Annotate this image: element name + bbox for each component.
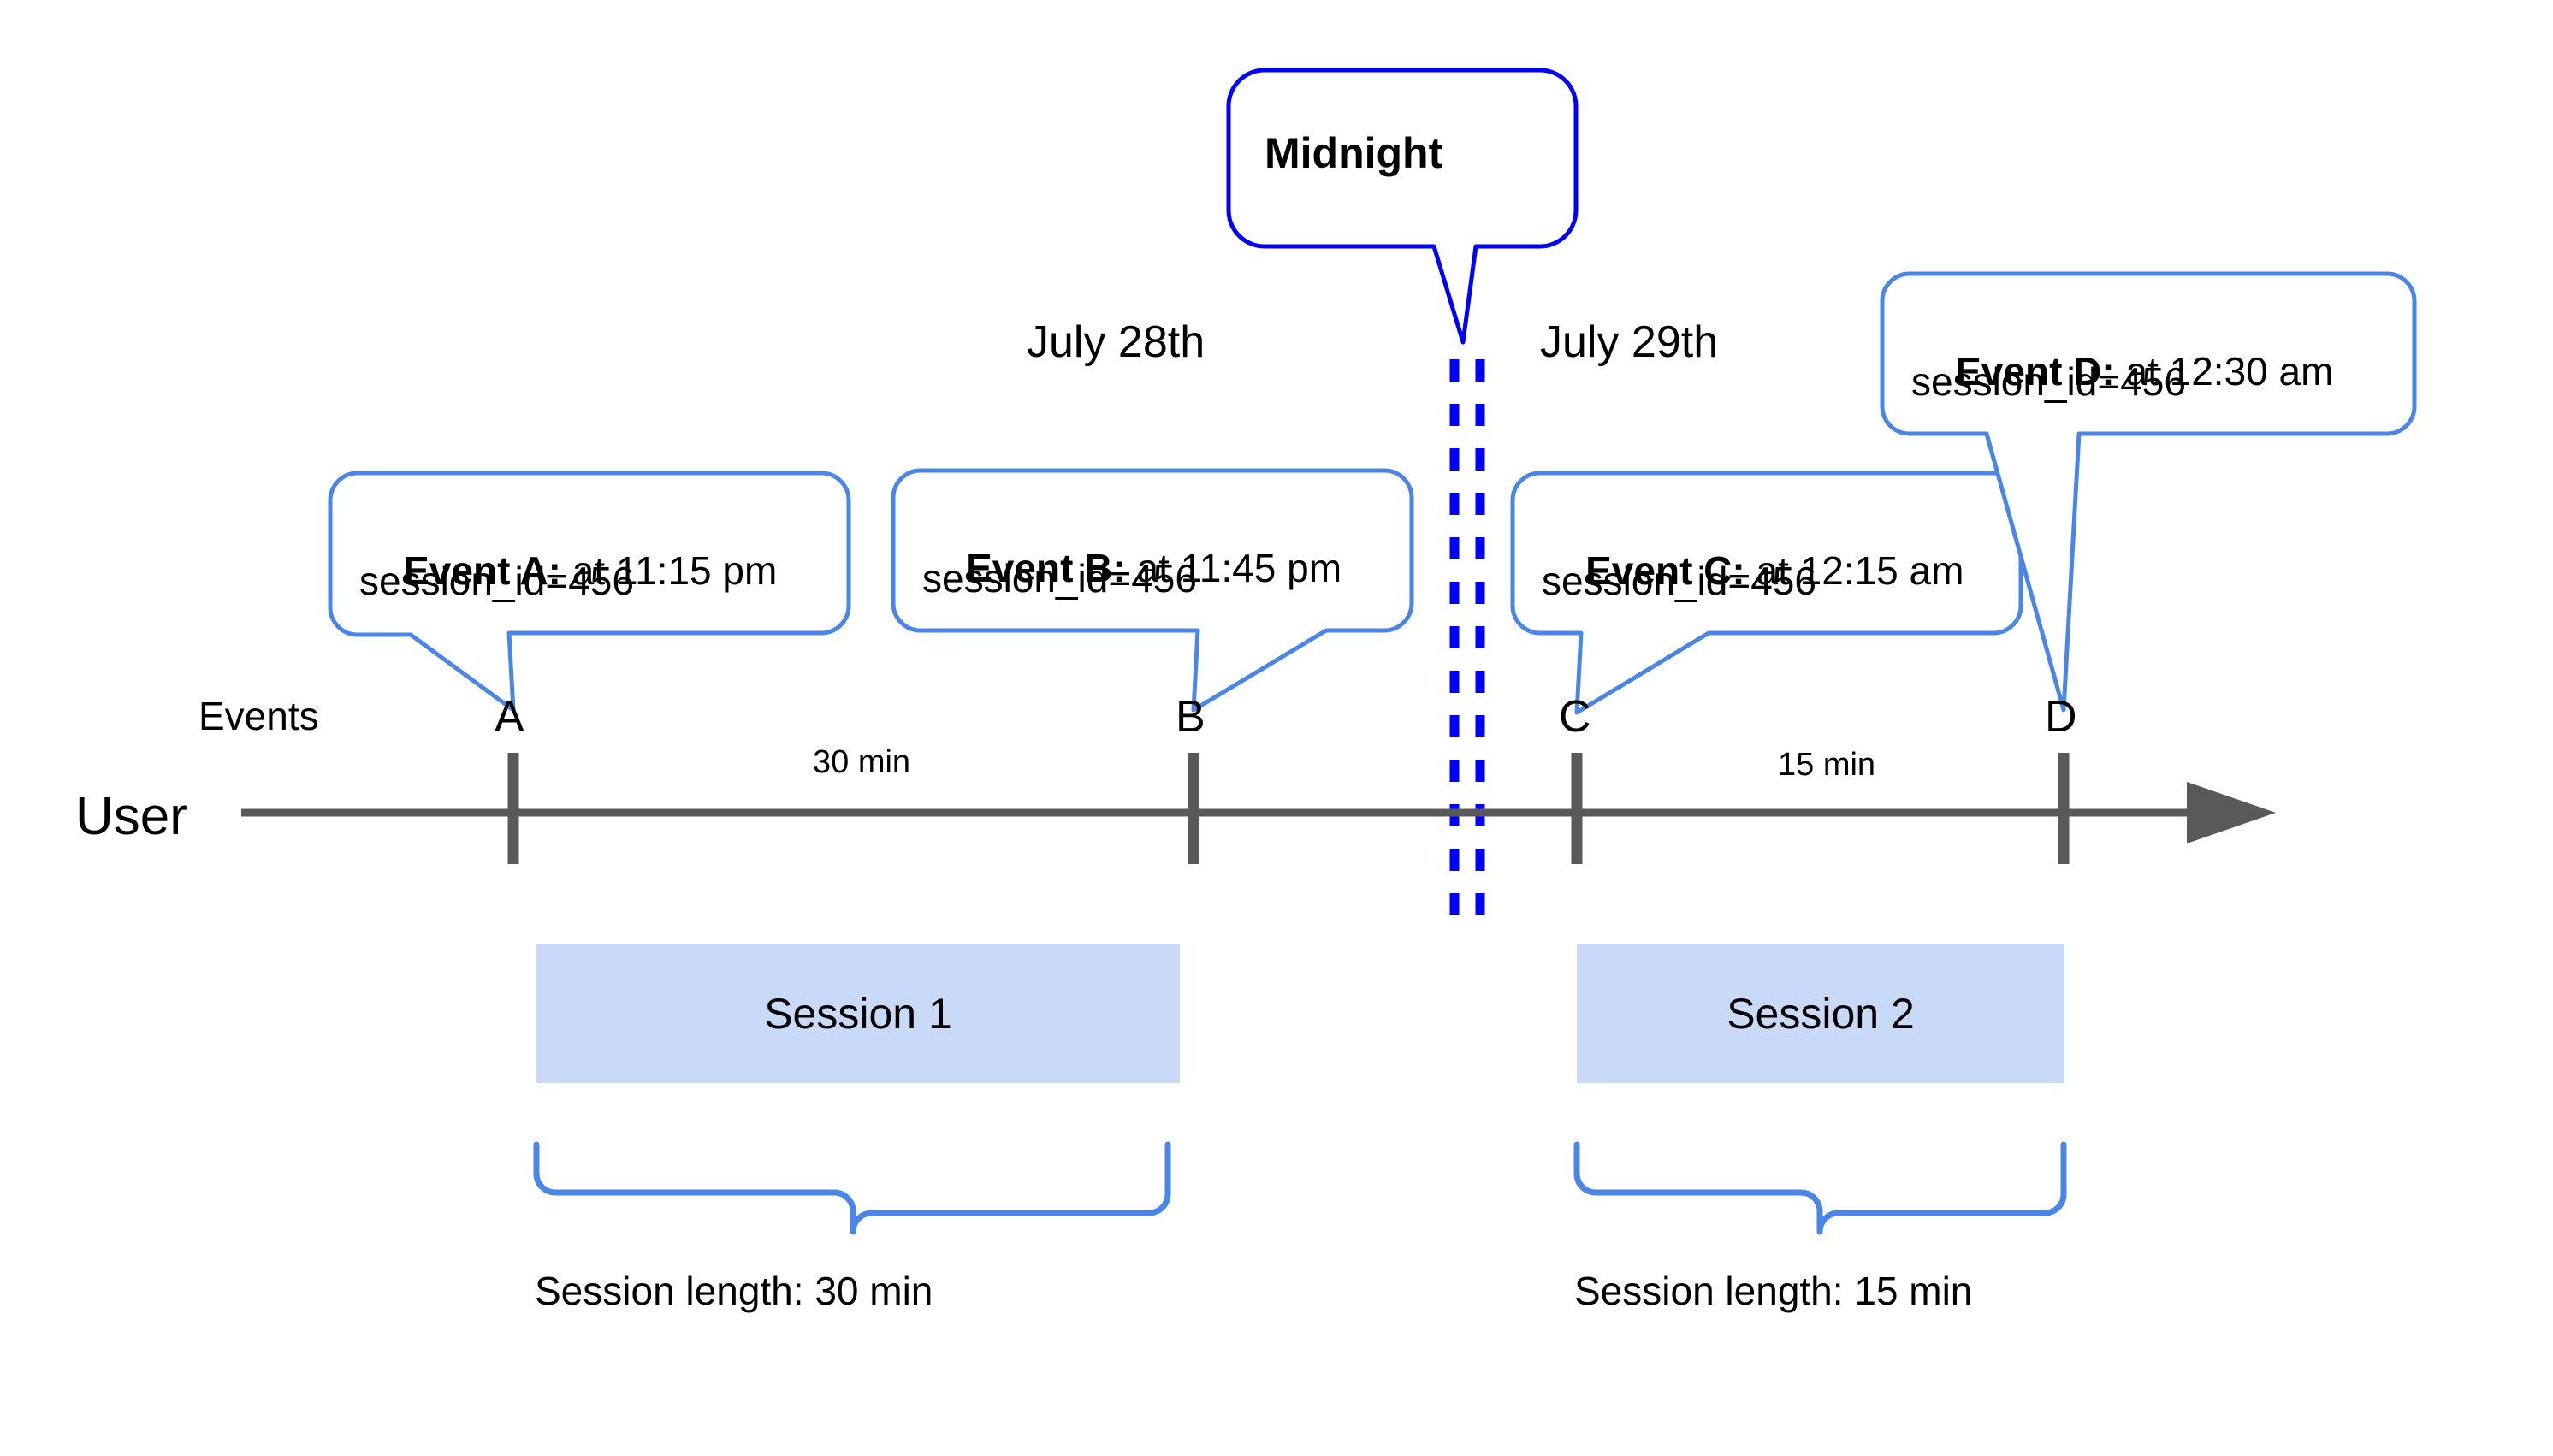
event-c-session-id: session_id=456 bbox=[1542, 559, 1816, 603]
midnight-label: Midnight bbox=[1265, 129, 1443, 177]
event-c-detail: at 12:15 am bbox=[1744, 548, 1964, 594]
session-2-length-caption: Session length: 15 min bbox=[1574, 1269, 1973, 1313]
session-1-length-caption: Session length: 30 min bbox=[535, 1269, 933, 1313]
event-c-label: Event C: bbox=[1585, 548, 1745, 594]
session-1-label: Session 1 bbox=[764, 990, 952, 1038]
midnight-callout-shape bbox=[1226, 68, 1579, 345]
session-1-box: Session 1 bbox=[536, 944, 1180, 1083]
session-2-box: Session 2 bbox=[1577, 944, 2064, 1083]
event-b-label: Event B: bbox=[966, 546, 1126, 591]
event-d-detail: at 12:30 am bbox=[2114, 349, 2334, 394]
event-marker-label-c: C bbox=[1559, 692, 1591, 742]
session-2-brace bbox=[1573, 1141, 2067, 1235]
event-a-detail: at 11:15 pm bbox=[561, 548, 778, 594]
event-a-callout-shape bbox=[328, 471, 851, 713]
event-d-callout-line1: Event D: at 12:30 am bbox=[1911, 302, 2333, 441]
session-2-label: Session 2 bbox=[1727, 990, 1915, 1038]
event-b-session-id: session_id=456 bbox=[922, 556, 1197, 601]
row-label-user: User bbox=[75, 787, 187, 846]
interval-label-30-min: 30 min bbox=[813, 744, 911, 780]
row-label-events: Events bbox=[198, 694, 319, 738]
event-d-session-id: session_id=456 bbox=[1911, 359, 2186, 404]
event-marker-label-d: D bbox=[2045, 692, 2077, 742]
event-tick-markers bbox=[507, 753, 2070, 864]
event-a-session-id: session_id=456 bbox=[359, 559, 634, 603]
day-label-july-28: July 28th bbox=[1027, 317, 1205, 367]
event-b-detail: at 11:45 pm bbox=[1125, 546, 1342, 591]
event-a-label: Event A: bbox=[403, 548, 562, 594]
timeline-axis bbox=[241, 782, 2276, 843]
event-d-callout-shape bbox=[1880, 271, 2417, 713]
event-b-callout-line1: Event B: at 11:45 pm bbox=[922, 499, 1342, 638]
event-marker-label-b: B bbox=[1176, 692, 1205, 742]
day-label-july-29: July 29th bbox=[1540, 317, 1719, 367]
midnight-divider-lines bbox=[1449, 359, 1485, 929]
event-marker-label-a: A bbox=[495, 692, 524, 742]
event-c-callout-line1: Event C: at 12:15 am bbox=[1542, 501, 1964, 641]
interval-label-15-min: 15 min bbox=[1778, 747, 1876, 783]
event-b-callout-shape bbox=[891, 468, 1414, 713]
event-a-callout-line1: Event A: at 11:15 pm bbox=[359, 501, 777, 641]
event-d-label: Event D: bbox=[1955, 349, 2115, 394]
session-1-brace bbox=[533, 1141, 1171, 1235]
